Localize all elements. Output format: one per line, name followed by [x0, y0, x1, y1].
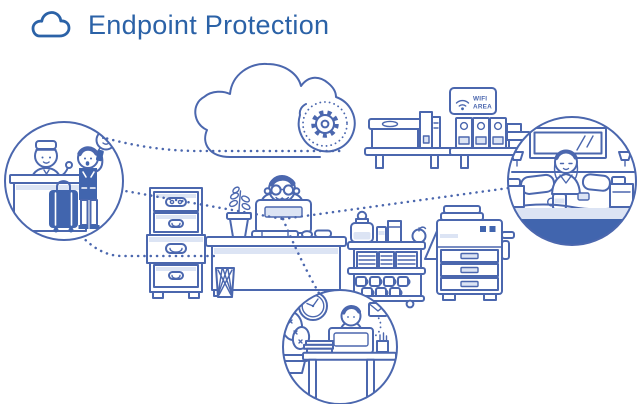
hotel-circle-outline	[507, 116, 637, 246]
cabinet-drawer	[153, 264, 199, 288]
reception-circle-outline	[4, 121, 124, 241]
book-stack	[303, 340, 334, 354]
link-monitor-to-home-office	[281, 217, 322, 297]
page-title: Endpoint Protection	[88, 10, 330, 40]
suitcase	[49, 180, 78, 233]
cloud-logo-icon	[31, 11, 71, 38]
office-desk-computer-scene	[205, 175, 347, 298]
page-header: Endpoint Protection	[26, 9, 329, 42]
pillow	[581, 173, 611, 192]
nightstand-right	[609, 176, 634, 208]
cloud-icon	[194, 62, 356, 158]
filing-cabinet	[146, 187, 206, 299]
gear-dotted-ring	[302, 101, 348, 147]
blanket	[508, 208, 636, 219]
printer-trays	[440, 249, 499, 291]
svg-text:AREA: AREA	[473, 104, 492, 111]
link-reception-to-cloud	[93, 133, 346, 153]
desk	[205, 236, 347, 297]
gear-icon	[311, 110, 339, 138]
wifi-area-sign: WIFI AREA	[449, 87, 497, 115]
supply-cart	[347, 210, 427, 309]
cabinet-drawer	[153, 212, 199, 233]
wall-lamp-right	[618, 151, 632, 167]
traveler	[77, 146, 104, 229]
pillow	[520, 173, 556, 195]
home-desk	[302, 351, 397, 399]
cabinet-drawer-open	[146, 234, 206, 264]
office-printer	[424, 205, 515, 301]
waste-basket	[215, 267, 235, 298]
svg-text:WIFI: WIFI	[473, 96, 487, 103]
desk-worker	[260, 175, 304, 204]
cart-cups	[355, 276, 411, 298]
link-monitor-to-hotel	[281, 185, 518, 221]
home-monitor	[328, 327, 374, 354]
cabinet-drawer	[153, 191, 199, 212]
reception-scene-circle	[4, 121, 124, 241]
home-office-circle-outline	[282, 289, 398, 404]
desktop-monitor	[255, 199, 312, 234]
hotel-scene-circle	[507, 116, 637, 246]
wifi-icon	[455, 99, 470, 111]
cart-crates	[356, 251, 418, 269]
home-office-circle	[282, 289, 398, 404]
glasses-icon	[270, 184, 295, 196]
desk-plant	[226, 186, 252, 238]
storage-shelf-box	[364, 111, 454, 169]
